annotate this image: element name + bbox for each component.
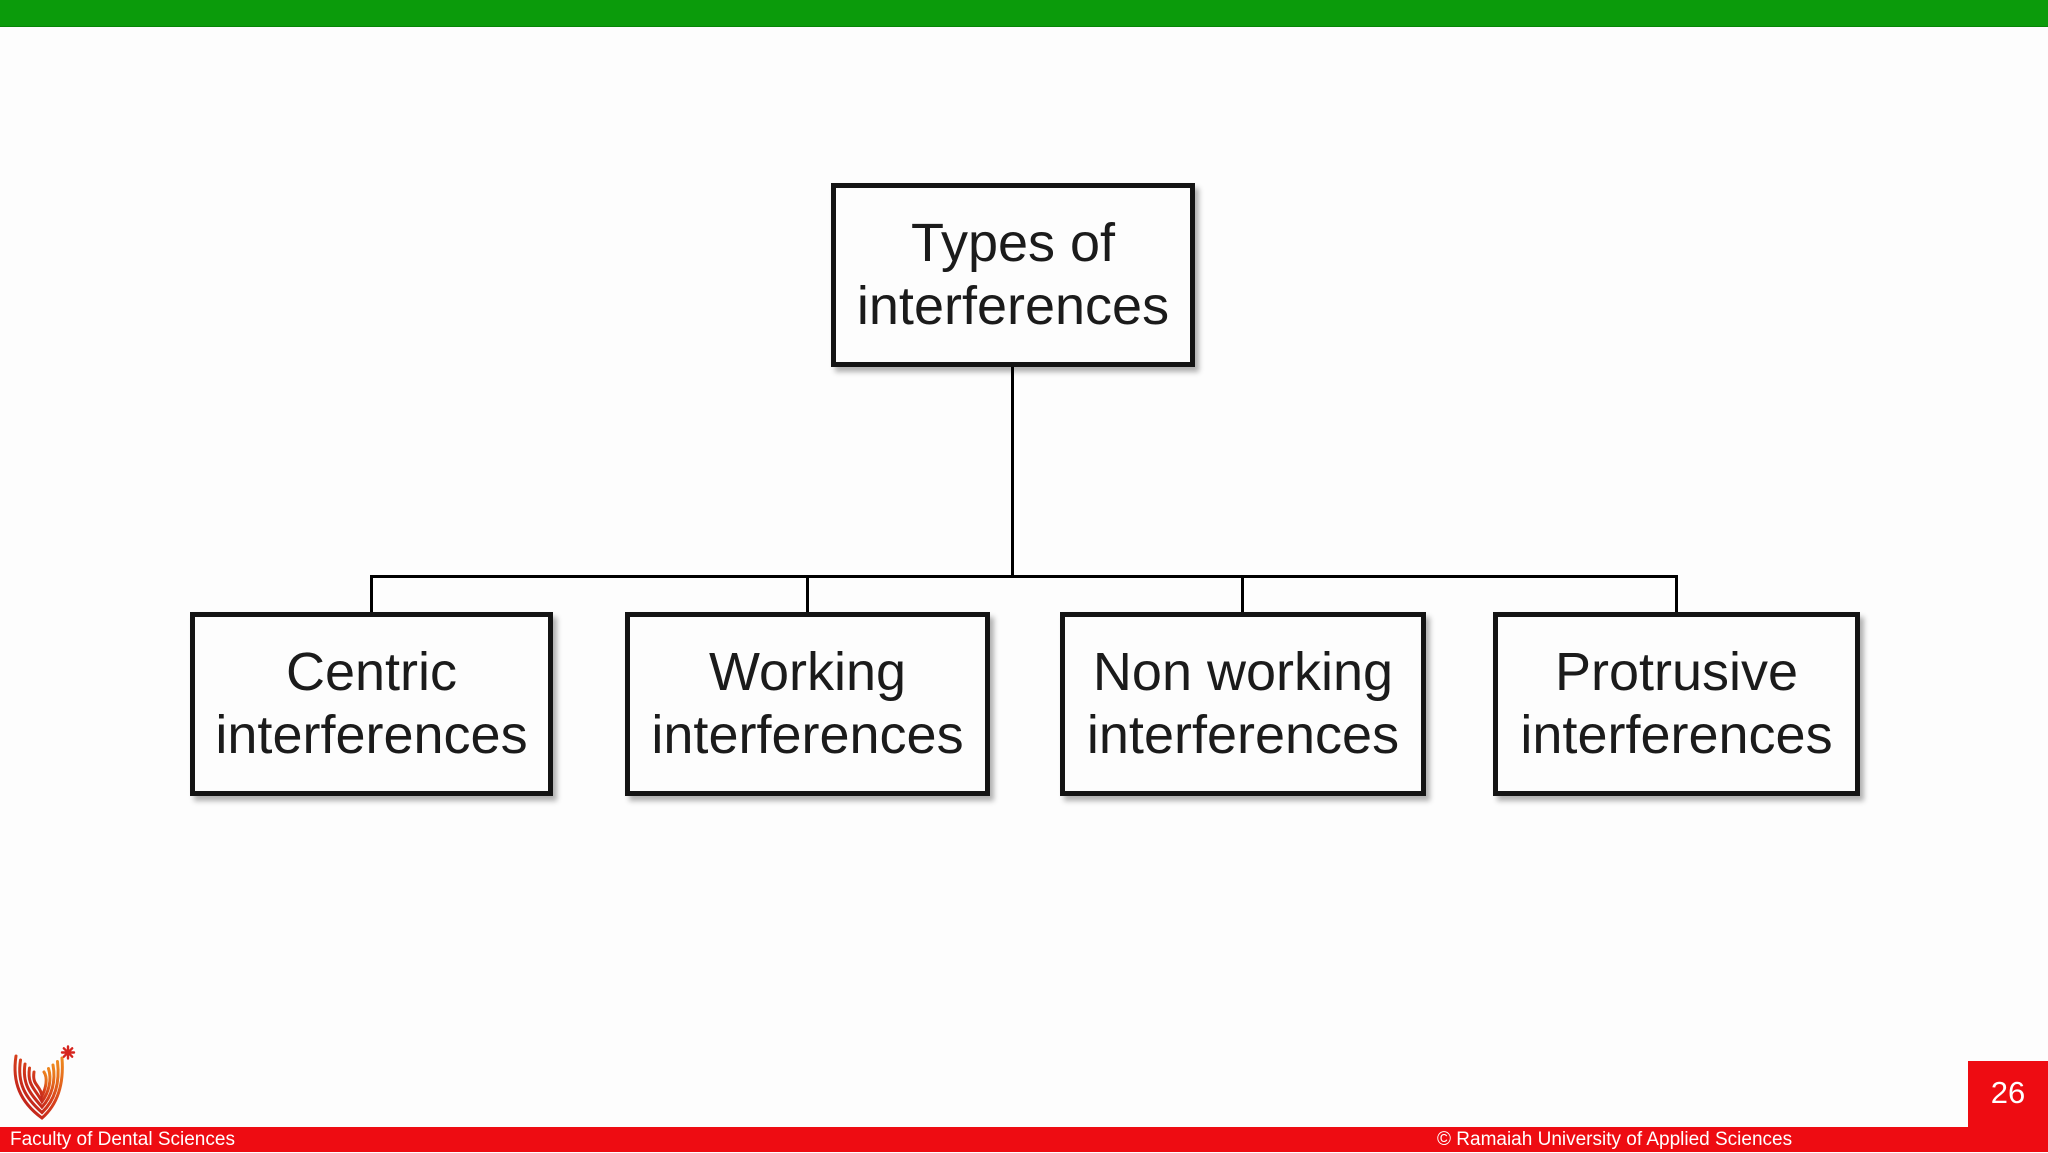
root-node-label: Types of interferences [856, 213, 1170, 336]
top-green-bar [0, 0, 2048, 27]
child-node-label: Non working interferences [1086, 642, 1400, 765]
child-node-non-working: Non working interferences [1060, 612, 1426, 796]
connector-rail [371, 575, 1677, 578]
connector-stub-protrusive [1675, 575, 1678, 615]
footer-copyright-text: © Ramaiah University of Applied Sciences [1437, 1129, 1793, 1150]
connector-stub-non-working [1241, 575, 1244, 615]
university-shield-logo-icon [13, 1045, 76, 1120]
page-number: 26 [1990, 1075, 2026, 1110]
child-node-protrusive: Protrusive interferences [1493, 612, 1860, 796]
child-node-label: Protrusive interferences [1520, 642, 1833, 765]
connector-stub-working [806, 575, 809, 615]
footer-red-bar: Faculty of Dental Sciences © Ramaiah Uni… [0, 1127, 2048, 1152]
child-node-label: Centric interferences [215, 642, 528, 765]
child-node-label: Working interferences [651, 642, 964, 765]
child-node-working: Working interferences [625, 612, 990, 796]
page-number-badge: 26 [1968, 1061, 2048, 1152]
connector-trunk [1011, 365, 1014, 577]
shield-stripes [13, 1054, 64, 1120]
asterisk-star-icon [60, 1045, 76, 1060]
footer-faculty-text: Faculty of Dental Sciences [10, 1129, 235, 1150]
connector-stub-centric [370, 575, 373, 615]
child-node-centric: Centric interferences [190, 612, 553, 796]
root-node-types-of-interferences: Types of interferences [831, 183, 1195, 367]
